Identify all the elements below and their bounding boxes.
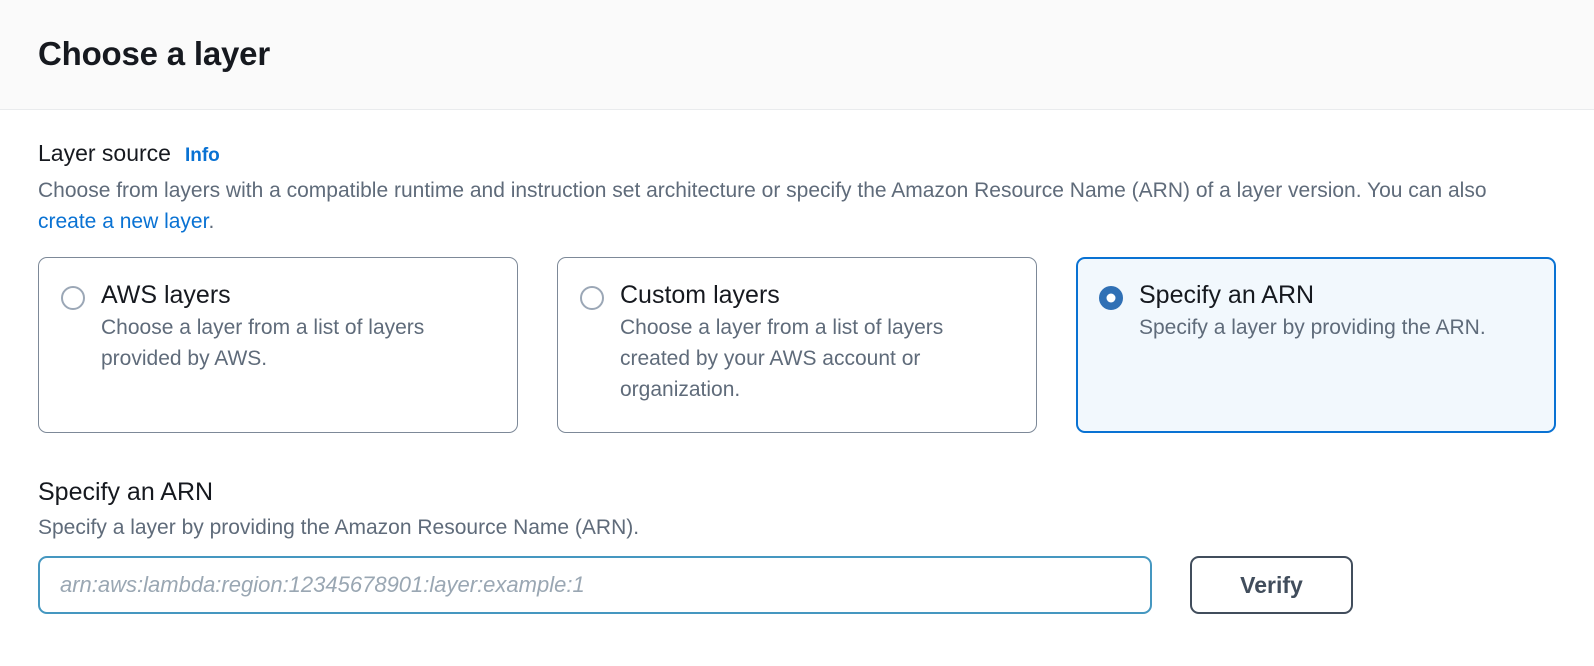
dialog-body: Layer source Info Choose from layers wit… [0, 110, 1594, 666]
layer-source-description: Choose from layers with a compatible run… [38, 175, 1498, 237]
arn-input-row: Verify [38, 556, 1556, 615]
radio-tile-specify-an-arn[interactable]: Specify an ARN Specify a layer by provid… [1076, 256, 1556, 433]
arn-section-heading: Specify an ARN [38, 477, 214, 506]
radio-tile-aws-layers-text: AWS layers Choose a layer from a list of… [101, 280, 495, 432]
radio-tile-custom-layers-text: Custom layers Choose a layer from a list… [620, 280, 1014, 432]
radio-tile-custom-layers-description: Choose a layer from a list of layers cre… [620, 316, 944, 401]
radio-tile-specify-an-arn-description: Specify a layer by providing the ARN. [1139, 316, 1486, 340]
layer-source-radio-group: AWS layers Choose a layer from a list of… [38, 256, 1556, 433]
layer-source-label: Layer source [38, 140, 171, 166]
radio-tile-specify-an-arn-title: Specify an ARN [1139, 280, 1315, 309]
radio-tile-custom-layers-title: Custom layers [620, 280, 780, 309]
radio-tile-aws-layers[interactable]: AWS layers Choose a layer from a list of… [38, 256, 518, 433]
arn-input[interactable] [38, 556, 1152, 615]
radio-tile-specify-an-arn-text: Specify an ARN Specify a layer by provid… [1139, 280, 1486, 431]
radio-tile-custom-layers[interactable]: Custom layers Choose a layer from a list… [557, 256, 1037, 433]
arn-section-description: Specify a layer by providing the Amazon … [38, 515, 640, 539]
dialog-header: Choose a layer [0, 0, 1594, 110]
layer-source-description-text-1: Choose from layers with a compatible run… [38, 178, 1487, 202]
layer-source-label-row: Layer source Info [38, 140, 1556, 168]
radio-button-specify-an-arn[interactable] [1099, 285, 1123, 310]
page-title: Choose a layer [38, 35, 270, 73]
radio-button-custom-layers[interactable] [580, 285, 604, 310]
verify-button[interactable]: Verify [1190, 556, 1353, 615]
create-a-new-layer-link[interactable]: create a new layer [38, 209, 209, 233]
radio-button-aws-layers[interactable] [61, 285, 85, 310]
radio-tile-aws-layers-title: AWS layers [101, 280, 231, 309]
layer-source-description-text-2: . [208, 209, 215, 233]
info-link[interactable]: Info [184, 145, 220, 166]
radio-tile-aws-layers-description: Choose a layer from a list of layers pro… [101, 316, 425, 371]
